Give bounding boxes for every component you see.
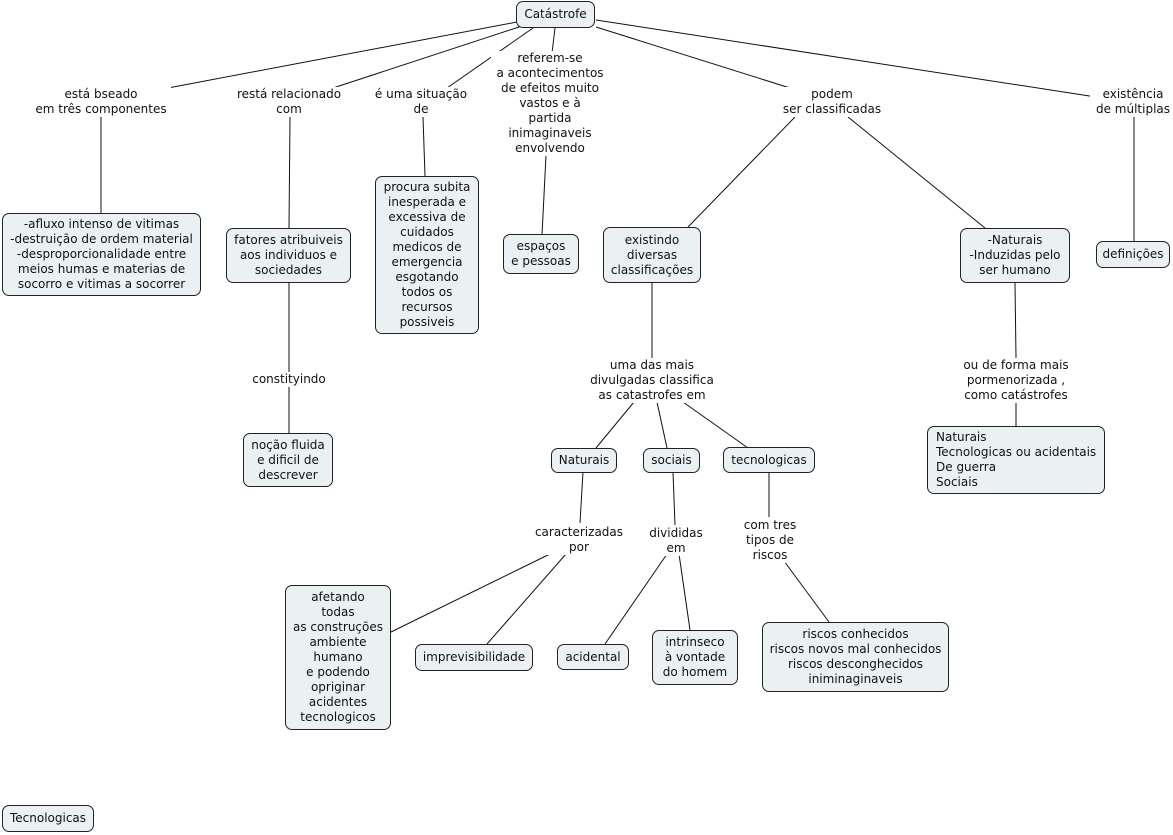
connector bbox=[288, 116, 291, 229]
concept-lista-catastrofes[interactable]: Naturais Tecnologicas ou acidentais De g… bbox=[927, 426, 1105, 494]
concept-acidental[interactable]: acidental bbox=[557, 644, 629, 670]
connector bbox=[541, 154, 547, 236]
concept-riscos[interactable]: riscos conhecidos riscos novos mal conhe… bbox=[762, 622, 949, 692]
concept-definicoes[interactable]: definições bbox=[1096, 241, 1170, 268]
concept-fatores[interactable]: fatores atribuiveis aos individuos e soc… bbox=[226, 228, 351, 283]
concept-diversas[interactable]: existindo diversas classificações bbox=[603, 227, 701, 283]
concept-tecnologicas-solto[interactable]: Tecnologicas bbox=[2, 805, 94, 832]
concept-intrinseco[interactable]: intrinseco à vontade do homem bbox=[652, 630, 738, 685]
connector bbox=[595, 19, 1097, 98]
link-tres-tipos: com tres tipos de riscos bbox=[729, 518, 811, 563]
link-referem: referem-se a acontecimentos de efeitos m… bbox=[491, 51, 609, 156]
concept-sociais[interactable]: sociais bbox=[643, 448, 700, 473]
concept-afluxo[interactable]: -afluxo intenso de vitimas -destruição d… bbox=[2, 213, 201, 296]
link-relacionado: restá relacionado com bbox=[230, 87, 348, 117]
link-componentes: está bseado em três componentes bbox=[31, 87, 171, 117]
connector bbox=[422, 116, 426, 177]
connector bbox=[687, 116, 796, 228]
link-caracterizadas: caracterizadas por bbox=[526, 525, 632, 555]
connector bbox=[167, 21, 518, 89]
concept-tecnologicas[interactable]: tecnologicas bbox=[723, 447, 815, 473]
concept-imprevisibilidade[interactable]: imprevisibilidade bbox=[415, 644, 533, 671]
connector bbox=[332, 25, 523, 89]
connector bbox=[551, 27, 556, 54]
link-mais-divulgadas: uma das mais divulgadas classifica as ca… bbox=[581, 358, 723, 403]
link-divididas: divididas em bbox=[640, 526, 712, 556]
connector bbox=[678, 553, 691, 631]
connector bbox=[847, 116, 986, 229]
connector bbox=[486, 553, 567, 645]
link-existencia: existência de múltiplas bbox=[1090, 87, 1173, 117]
concept-catastrofe[interactable]: Catástrofe bbox=[516, 1, 595, 28]
connector bbox=[390, 553, 551, 633]
link-constituindo: constityindo bbox=[244, 372, 334, 387]
connector bbox=[446, 27, 534, 89]
connector bbox=[595, 401, 635, 449]
concept-afetando[interactable]: afetando todas as construções ambiente h… bbox=[285, 585, 391, 730]
connector bbox=[579, 471, 584, 524]
concept-naturais[interactable]: Naturais bbox=[551, 448, 617, 473]
connector bbox=[682, 401, 749, 449]
concept-espacos[interactable]: espaços e pessoas bbox=[503, 234, 579, 274]
concept-naturais-induzidas[interactable]: -Naturais -Induzidas pelo ser humano bbox=[960, 228, 1070, 283]
concept-procura[interactable]: procura subita inesperada e excessiva de… bbox=[375, 176, 479, 334]
connector bbox=[604, 553, 668, 645]
connector bbox=[783, 560, 830, 623]
connector bbox=[672, 471, 676, 526]
link-situacao: é uma situação de bbox=[367, 87, 475, 117]
link-classificadas: podem ser classificadas bbox=[773, 87, 891, 117]
connector bbox=[595, 26, 791, 89]
concept-nocao[interactable]: noção fluida e dificil de descrever bbox=[243, 433, 333, 487]
connector bbox=[1014, 282, 1017, 359]
connector bbox=[656, 401, 668, 449]
link-pormenorizada: ou de forma mais pormenorizada , como ca… bbox=[950, 358, 1082, 403]
